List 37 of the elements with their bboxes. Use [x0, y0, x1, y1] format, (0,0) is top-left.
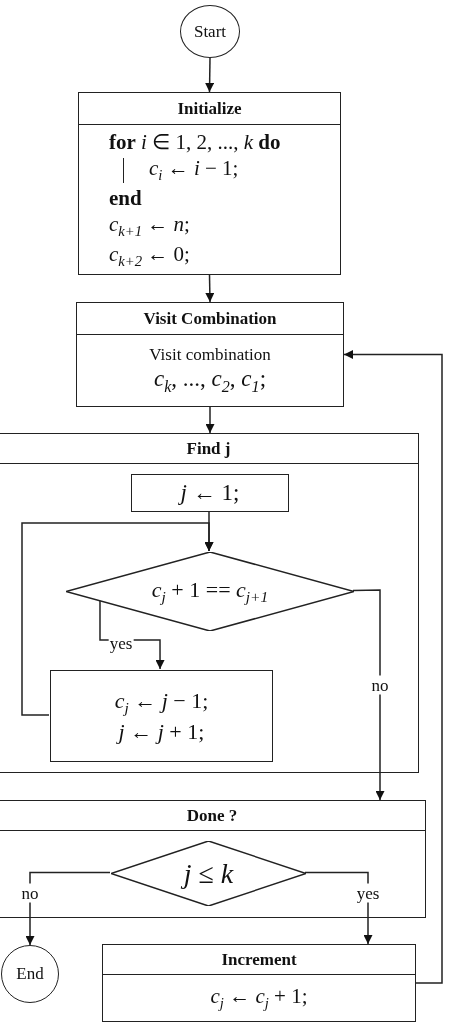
- formula-text: c$_{k}$, ..., c$_{2}$, c$_{1}$;: [153, 365, 266, 397]
- arrow: [205, 406, 215, 434]
- section-heading: Visit Combination: [143, 308, 277, 329]
- arrow: [25, 871, 111, 946]
- description-text: Visit combination: [149, 344, 271, 366]
- code-line: c$_{i}$ ← i − 1;: [149, 155, 239, 185]
- section-heading: Done ?: [186, 805, 238, 826]
- formula-text: c$_{j}$ ← c$_{j}$ + 1;: [210, 983, 308, 1013]
- arrow: [352, 589, 385, 801]
- section-frame: [76, 302, 344, 407]
- arrow: [21, 522, 214, 716]
- code-line: c$_{k+2}$ ← 0;: [109, 240, 190, 271]
- formula-text: j ← j + 1;: [118, 717, 205, 746]
- section-heading: Increment: [221, 949, 297, 970]
- section-frame: [0, 800, 426, 918]
- terminal-label: Start: [193, 20, 227, 43]
- edge-label: no: [20, 883, 40, 903]
- edge-label: no: [370, 675, 390, 695]
- arrow: [343, 350, 443, 984]
- code-line: end: [109, 184, 142, 211]
- formula-text: j ≤ k: [183, 857, 234, 891]
- code-line: for i ∈ 1, 2, ..., k do: [109, 128, 281, 156]
- formula-text: j ← 1;: [180, 478, 240, 507]
- formula-text: c$_{j}$ ← j − 1;: [114, 686, 209, 718]
- arrow: [205, 274, 215, 303]
- process-box: [131, 474, 289, 512]
- code-line: c$_{k+1}$ ← n;: [109, 210, 190, 241]
- section-heading: Initialize: [177, 98, 242, 119]
- formula-text: c$_{j}$ + 1 == c$_{j+1}$: [151, 576, 269, 607]
- section-frame: [102, 944, 416, 1022]
- arrow: [205, 57, 215, 93]
- section-heading: Find j: [186, 438, 231, 459]
- edge-label: yes: [355, 883, 381, 903]
- terminal-label: End: [16, 963, 44, 985]
- section-frame: [78, 92, 341, 275]
- process-box: [50, 670, 273, 762]
- section-frame: [0, 433, 419, 773]
